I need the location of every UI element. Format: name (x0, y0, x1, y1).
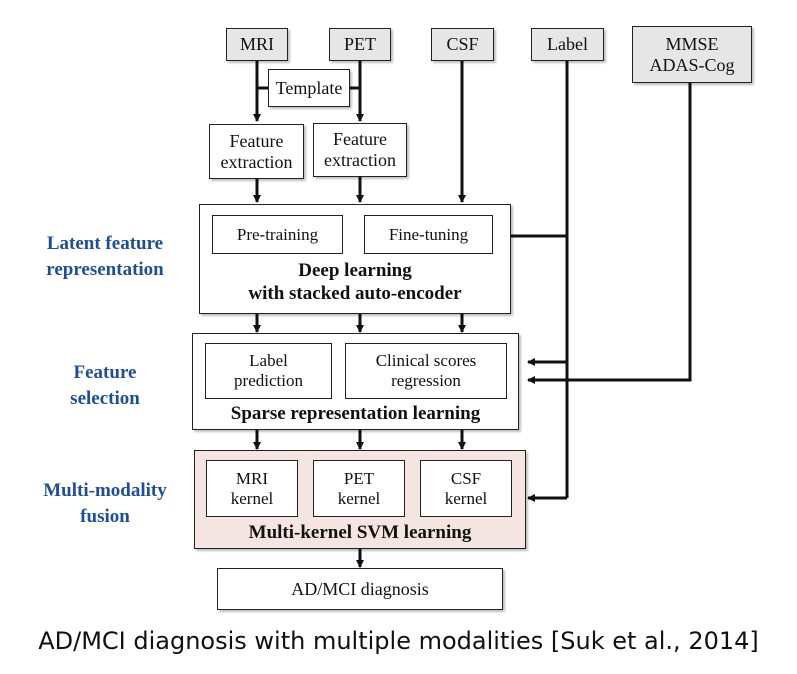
csf-kernel-line2: kernel (444, 488, 488, 508)
multi-kernel-svm-box: MRI kernel PET kernel CSF kernel Multi-k… (194, 450, 526, 549)
clinical-regression-line2: regression (391, 371, 461, 390)
csf-kernel-line1: CSF (450, 468, 482, 488)
side-label-fusion: Multi-modality fusion (20, 478, 190, 529)
side-label-selection-line2: selection (70, 387, 140, 409)
deep-learning-title-line1: Deep learning (298, 260, 412, 281)
diagnosis-output-box: AD/MCI diagnosis (217, 568, 503, 610)
deep-learning-box: Pre-training Fine-tuning Deep learning w… (199, 204, 511, 314)
input-csf: CSF (431, 28, 494, 61)
feature-extraction-mri: Feature extraction (209, 124, 304, 179)
clinical-regression-box: Clinical scores regression (345, 343, 507, 399)
pet-kernel-line2: kernel (337, 488, 381, 508)
feature-extraction-pet-line1: Feature (333, 129, 387, 150)
feature-extraction-mri-line2: extraction (220, 151, 293, 172)
input-clinical-scores: MMSE ADAS-Cog (632, 26, 752, 83)
mri-kernel-line2: kernel (230, 488, 274, 508)
label-prediction-box: Label prediction (205, 343, 332, 399)
pet-kernel-box: PET kernel (313, 460, 405, 517)
side-label-selection-line1: Feature (73, 362, 137, 383)
clinical-regression-line1: Clinical scores (375, 351, 477, 371)
deep-learning-title-line2: with stacked auto-encoder (248, 282, 462, 304)
template-box: Template (268, 69, 350, 107)
sparse-representation-title: Sparse representation learning (230, 403, 481, 424)
side-label-latent: Latent feature representation (20, 231, 190, 282)
side-label-selection: Feature selection (20, 360, 190, 411)
label-prediction-line1: Label (249, 351, 288, 371)
feature-extraction-mri-line1: Feature (229, 130, 284, 151)
label-prediction-line2: prediction (234, 371, 303, 390)
csf-kernel-box: CSF kernel (420, 460, 512, 517)
mri-kernel-box: MRI kernel (206, 460, 298, 517)
pretraining-box: Pre-training (212, 215, 343, 254)
mri-kernel-line1: MRI (235, 468, 269, 488)
arrow-clinical-to-selection (527, 83, 692, 384)
input-clinical-adas: ADAS-Cog (649, 54, 735, 75)
deep-learning-title: Deep learning with stacked auto-encoder (200, 260, 510, 306)
side-label-latent-line2: representation (46, 258, 164, 280)
input-pet: PET (329, 28, 391, 61)
side-label-latent-line1: Latent feature (46, 233, 164, 254)
sparse-representation-box: Label prediction Clinical scores regress… (192, 333, 519, 430)
input-mri: MRI (226, 28, 288, 61)
feature-extraction-pet: Feature extraction (313, 123, 407, 177)
side-label-fusion-line1: Multi-modality (43, 480, 167, 501)
feature-extraction-pet-line2: extraction (324, 150, 396, 170)
finetuning-box: Fine-tuning (364, 215, 493, 254)
side-label-fusion-line2: fusion (80, 505, 130, 527)
pet-kernel-line1: PET (343, 468, 375, 488)
figure-caption: AD/MCI diagnosis with multiple modalitie… (38, 627, 759, 655)
multi-kernel-svm-title: Multi-kernel SVM learning (248, 522, 472, 543)
input-label: Label (531, 28, 604, 61)
input-clinical-mmse: MMSE (665, 33, 719, 54)
